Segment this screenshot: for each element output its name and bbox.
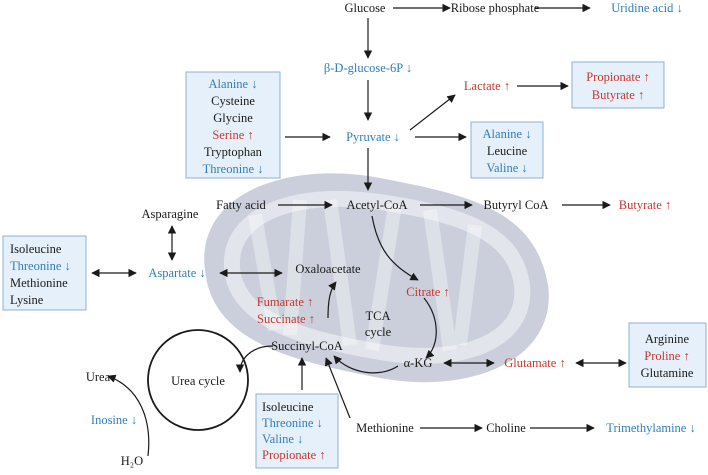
node-tca-label-line1: TCA	[366, 309, 391, 323]
list-item: Threonine ↓	[203, 162, 264, 176]
list-item: Threonine ↓	[10, 259, 71, 273]
list-item: Lysine	[10, 293, 44, 307]
node-oxaloacetate: Oxaloacetate	[295, 262, 361, 276]
list-item: Valine ↓	[486, 161, 527, 175]
node-h2o: H₂O	[121, 454, 143, 468]
list-item: Arginine	[645, 332, 690, 346]
amino-acids-top-list: Alanine ↓ Cysteine Glycine Serine ↑ Tryp…	[203, 77, 264, 176]
node-b-d-glucose-6p: β-D-glucose-6P ↓	[324, 61, 412, 75]
list-item: Methionine	[10, 276, 68, 290]
list-item: Cysteine	[211, 94, 255, 108]
glutamate-amino-acids-list: Arginine Proline ↑ Glutamine	[641, 332, 694, 380]
node-trimethylamine: Trimethylamine ↓	[606, 421, 695, 435]
node-succinyl-coa: Succinyl-CoA	[271, 339, 343, 353]
node-aspartate: Aspartate ↓	[148, 266, 205, 280]
node-acetyl-coa: Acetyl-CoA	[346, 198, 407, 212]
list-item: Isoleucine	[10, 242, 62, 256]
node-ribose-phosphate: Ribose phosphate	[451, 1, 540, 15]
node-glucose: Glucose	[345, 1, 386, 15]
pyruvate-products-box	[470, 121, 544, 179]
urea-cycle-circle	[147, 329, 249, 431]
list-item: Alanine ↓	[483, 127, 532, 141]
succinyl-sources-list: Isoleucine Threonine ↓ Valine ↓ Propiona…	[262, 400, 326, 462]
node-choline: Choline	[486, 421, 526, 435]
aspartate-amino-acids-box	[2, 235, 87, 311]
list-item: Proline ↑	[644, 349, 689, 363]
node-alpha-kg: α-KG	[404, 356, 433, 370]
node-fatty-acid: Fatty acid	[216, 198, 266, 212]
node-butyryl-coa: Butyryl CoA	[484, 198, 549, 212]
node-citrate: Citrate ↑	[406, 285, 449, 299]
list-item: Glutamine	[641, 366, 694, 380]
list-item: Leucine	[487, 144, 528, 158]
list-item: Alanine ↓	[209, 77, 258, 91]
glutamate-amino-acids-box	[628, 322, 707, 388]
list-item: Glycine	[213, 111, 253, 125]
node-urea: Urea	[86, 370, 111, 384]
node-uridine-acid: Uridine acid ↓	[611, 1, 683, 15]
node-urea-cycle: Urea cycle	[171, 374, 225, 388]
scfa-list: Propionate ↑ Butyrate ↑	[586, 70, 650, 102]
pyruvate-products-list: Alanine ↓ Leucine Valine ↓	[483, 127, 532, 175]
node-succinate: Succinate ↑	[257, 312, 315, 326]
node-fumarate: Fumarate ↑	[257, 295, 314, 309]
node-glutamate: Glutamate ↑	[504, 356, 565, 370]
mitochondrion-graphic	[204, 173, 549, 383]
scfa-box	[571, 61, 665, 109]
node-lactate: Lactate ↑	[464, 79, 510, 93]
node-butyrate: Butyrate ↑	[619, 198, 671, 212]
node-methionine: Methionine	[356, 421, 414, 435]
node-tca-label-line2: cycle	[365, 325, 392, 339]
list-item: Serine ↑	[212, 128, 253, 142]
succinyl-sources-box	[255, 393, 339, 469]
node-asparagine: Asparagine	[142, 207, 199, 221]
amino-acids-top-box	[185, 71, 281, 179]
aspartate-amino-acids-list: Isoleucine Threonine ↓ Methionine Lysine	[10, 242, 71, 307]
list-item: Propionate ↑	[586, 70, 650, 84]
list-item: Butyrate ↑	[592, 88, 644, 102]
node-pyruvate: Pyruvate ↓	[346, 130, 400, 144]
list-item: Isoleucine	[262, 400, 314, 414]
list-item: Tryptophan	[204, 145, 263, 159]
list-item: Propionate ↑	[262, 448, 326, 462]
node-inosine: Inosine ↓	[91, 413, 137, 427]
list-item: Threonine ↓	[262, 416, 323, 430]
list-item: Valine ↓	[262, 432, 303, 446]
pathway-arrows	[91, 3, 627, 457]
